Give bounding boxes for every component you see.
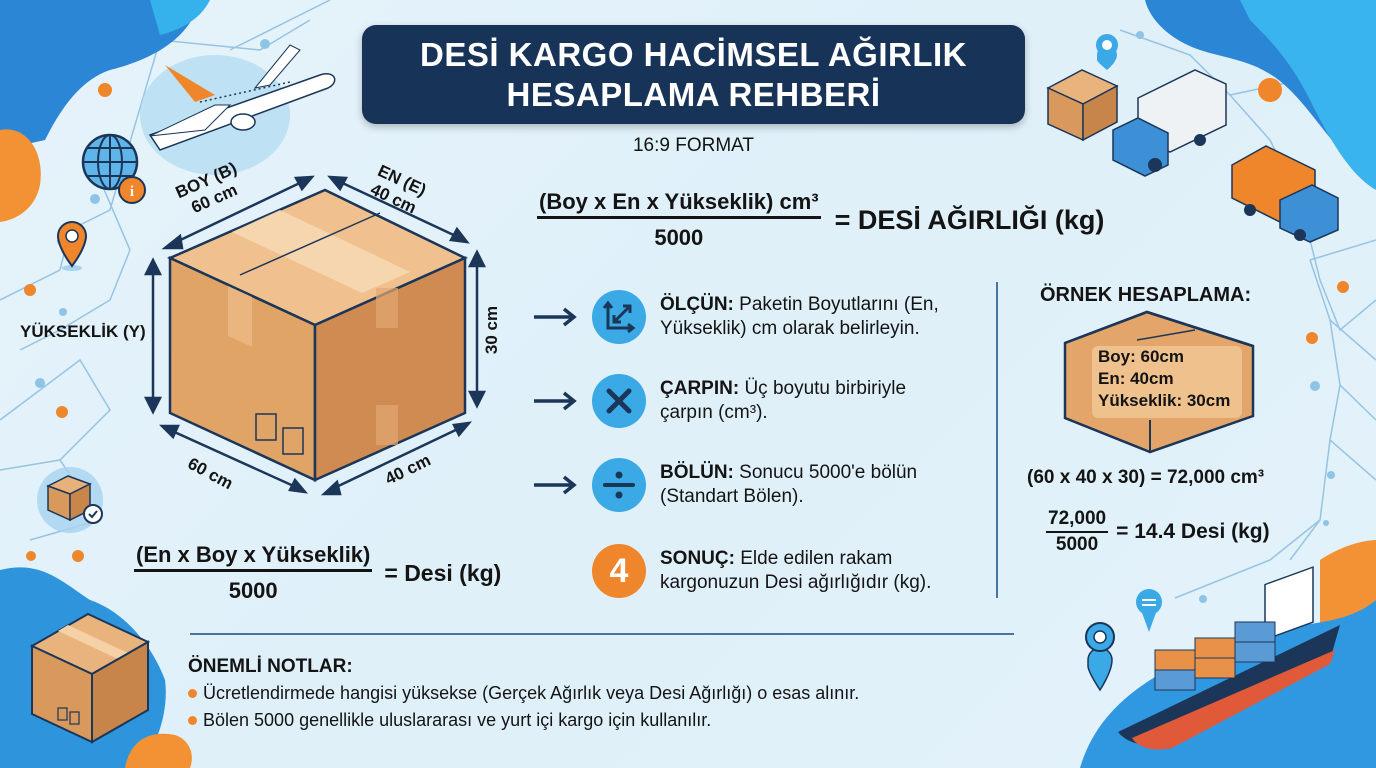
example-yukseklik: Yükseklik: 30cm (1098, 391, 1231, 410)
page-title-line2: HESAPLAMA REHBERİ (506, 75, 881, 113)
step-measure-text: ÖLÇÜN: Paketin Boyutlarını (En, Yüksekli… (660, 293, 939, 341)
example-fraction-numerator: 72,000 (1048, 508, 1107, 529)
step-multiply-line2: çarpın (cm³). (660, 402, 768, 423)
step-divide-title: BÖLÜN: (660, 462, 734, 483)
arrow-right-icon (534, 307, 577, 327)
example-result: = 14.4 Desi (kg) (1116, 520, 1270, 543)
arrow-right-icon (534, 475, 577, 495)
main-formula: (Boy x En x Yükseklik) cm³ 5000 = DESİ A… (537, 188, 1104, 253)
step-measure-line1: Paketin Boyutlarını (En, (733, 294, 939, 315)
main-formula-result: = DESİ AĞIRLIĞI (kg) (834, 205, 1105, 235)
step-measure-title: ÖLÇÜN: (660, 294, 734, 315)
main-formula-numerator: (Boy x En x Yükseklik) cm³ (539, 189, 819, 214)
height-dimension-label: YÜKSEKLİK (Y) (20, 322, 146, 341)
left-formula-result: = Desi (kg) (384, 560, 502, 586)
main-formula-fraction: (Boy x En x Yükseklik) cm³ 5000 (537, 188, 821, 253)
step-result-line2: kargonuzun Desi ağırlığıdır (kg). (660, 572, 932, 593)
example-boy: Boy: 60cm (1098, 347, 1184, 366)
horizontal-divider (190, 633, 1014, 635)
left-formula: (En x Boy x Yükseklik) 5000 = Desi (kg) (134, 541, 501, 606)
page-title-line1: DESİ KARGO HACİMSEL AĞIRLIK (419, 35, 968, 73)
example-volume-line: (60 x 40 x 30) = 72,000 cm³ (1027, 467, 1265, 488)
height-dimension-value: 30 cm (482, 305, 502, 355)
step-divide-text: BÖLÜN: Sonucu 5000'e bölün (Standart Böl… (660, 461, 917, 509)
measure-axes-icon (592, 290, 646, 344)
step-measure: ÖLÇÜN: Paketin Boyutlarını (En, Yüksekli… (532, 290, 939, 344)
example-box-dimensions: Boy: 60cm En: 40cm Yükseklik: 30cm (1098, 346, 1230, 412)
left-formula-numerator: (En x Boy x Yükseklik) (136, 542, 371, 567)
notes-title: ÖNEMLİ NOTLAR: (188, 656, 353, 677)
example-title: ÖRNEK HESAPLAMA: (1040, 284, 1252, 306)
note-text: Bölen 5000 genellikle uluslararası ve yu… (203, 710, 712, 730)
note-text: Ücretlendirmede hangisi yüksekse (Gerçek… (203, 683, 860, 703)
arrow-right-icon (534, 391, 577, 411)
notes-list: Ücretlendirmede hangisi yüksekse (Gerçek… (188, 680, 859, 734)
vertical-divider (996, 282, 998, 598)
step-result: 4 SONUÇ: Elde edilen rakam kargonuzun De… (592, 544, 931, 598)
step-divide-line2: (Standart Bölen). (660, 486, 804, 507)
note-item: Bölen 5000 genellikle uluslararası ve yu… (188, 707, 859, 734)
step-multiply-text: ÇARPIN: Üç boyutu birbiriyle çarpın (cm³… (660, 377, 906, 425)
step-result-text: SONUÇ: Elde edilen rakam kargonuzun Desi… (660, 547, 931, 595)
step-multiply: ÇARPIN: Üç boyutu birbiriyle çarpın (cm³… (532, 374, 906, 428)
subtitle: 16:9 FORMAT (632, 135, 755, 156)
step-result-line1: Elde edilen rakam (734, 548, 893, 569)
main-formula-denominator: 5000 (537, 216, 821, 253)
number-4-icon: 4 (592, 544, 646, 598)
step-divide-line1: Sonucu 5000'e bölün (733, 462, 918, 483)
svg-text:i: i (130, 184, 134, 200)
step-measure-line2: Yükseklik) cm olarak belirleyin. (660, 318, 920, 339)
multiply-icon (592, 374, 646, 428)
left-formula-denominator: 5000 (134, 569, 373, 606)
example-en: En: 40cm (1098, 369, 1174, 388)
example-fraction: 72,000 5000 (1046, 507, 1109, 557)
left-formula-fraction: (En x Boy x Yükseklik) 5000 (134, 541, 373, 606)
divide-icon (592, 458, 646, 512)
note-item: Ücretlendirmede hangisi yüksekse (Gerçek… (188, 680, 859, 707)
bullet-icon (188, 716, 197, 725)
step-multiply-title: ÇARPIN: (660, 378, 740, 399)
title-banner: DESİ KARGO HACİMSEL AĞIRLIK HESAPLAMA RE… (362, 25, 1025, 124)
bullet-icon (188, 689, 197, 698)
step-result-title: SONUÇ: (660, 548, 735, 569)
example-fraction-denominator: 5000 (1046, 531, 1109, 557)
step-multiply-line1: Üç boyutu birbiriyle (739, 378, 907, 399)
important-notes: ÖNEMLİ NOTLAR: Ücretlendirmede hangisi y… (188, 654, 859, 734)
example-division: 72,000 5000 = 14.4 Desi (kg) (1046, 507, 1270, 557)
step-divide: BÖLÜN: Sonucu 5000'e bölün (Standart Böl… (532, 458, 917, 512)
